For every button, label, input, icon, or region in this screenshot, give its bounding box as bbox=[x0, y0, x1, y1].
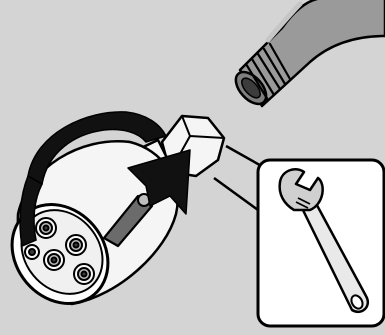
nozzle bbox=[25, 245, 39, 259]
nozzle bbox=[44, 250, 64, 270]
nozzle bbox=[66, 235, 86, 255]
nozzle bbox=[74, 264, 94, 284]
nozzle bbox=[36, 218, 56, 238]
callout-box bbox=[258, 160, 384, 326]
